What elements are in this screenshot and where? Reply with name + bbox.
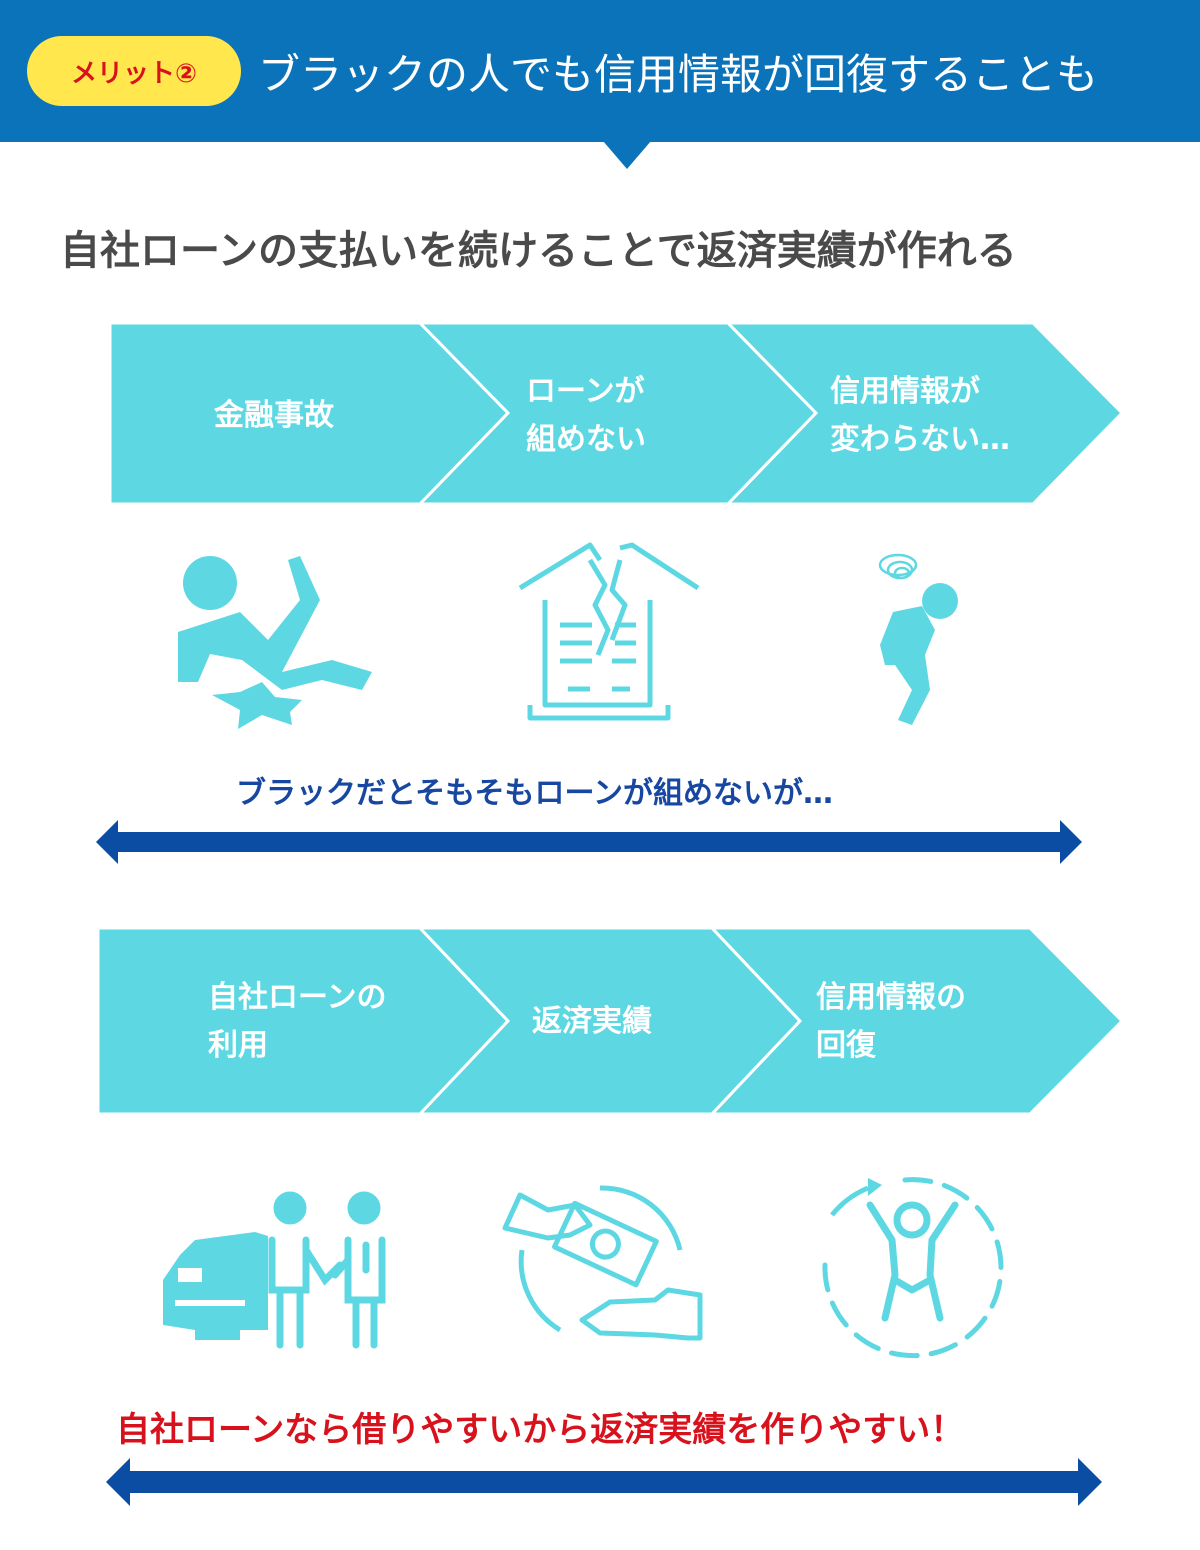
flow1-step3-label: 信用情報が 変わらない… <box>830 374 1010 457</box>
double-arrow-2 <box>106 1458 1102 1506</box>
merit-badge: メリット② <box>27 36 241 106</box>
flow1-step2-label: ローンが 組めない <box>526 374 646 457</box>
page-title: ブラックの人でも信用情報が回復することも <box>258 49 1099 99</box>
flow1-step3-shape <box>724 321 1125 506</box>
flow2-caption: 自社ローンなら借りやすいから返済実績を作りやすい！ <box>116 1410 965 1450</box>
flow2-step3-shape <box>708 926 1125 1116</box>
header-pointer <box>603 141 651 169</box>
broken-house-contract-icon <box>518 542 700 721</box>
money-exchange-icon <box>502 1185 703 1341</box>
confused-person-icon <box>878 553 958 725</box>
falling-person-icon <box>178 556 372 729</box>
flow1-step1-label: 金融事故 <box>214 398 334 433</box>
car-handshake-icon <box>163 1191 386 1349</box>
double-arrow-1 <box>96 820 1082 864</box>
flow2-step2-label: 返済実績 <box>532 1004 652 1039</box>
recovery-person-icon <box>822 1177 1004 1359</box>
flow2-step3-label: 信用情報の 回復 <box>816 980 966 1063</box>
subtitle: 自社ローンの支払いを続けることで返済実績が作れる <box>60 228 1017 274</box>
flow2-step1-label: 自社ローンの 利用 <box>208 980 387 1063</box>
flow1-caption: ブラックだとそもそもローンが組めないが… <box>236 776 833 811</box>
